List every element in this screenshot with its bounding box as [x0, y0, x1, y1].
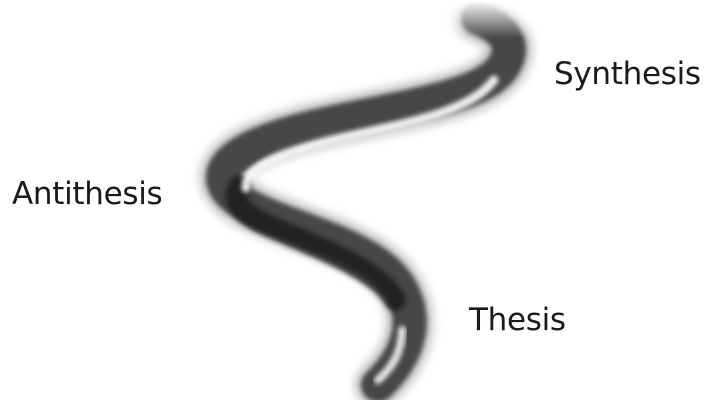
label-thesis: Thesis [469, 305, 566, 336]
label-synthesis: Synthesis [554, 59, 701, 90]
ribbon-body [223, 18, 509, 385]
top-fade [430, 0, 540, 38]
label-antithesis: Antithesis [12, 179, 162, 210]
